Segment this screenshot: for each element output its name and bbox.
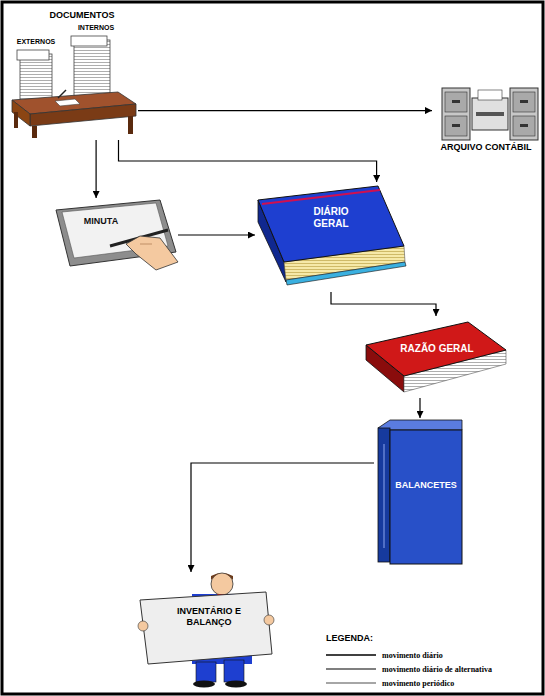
ledger-book-picture-part — [366, 322, 506, 376]
filing-cabinets-picture-part — [510, 88, 538, 140]
ledger-book-picture — [366, 322, 506, 392]
flow-arrow — [95, 140, 96, 198]
draft-pad-picture — [56, 200, 178, 270]
general-journal: DIÁRIO GERAL — [255, 182, 407, 292]
documents-desk-picture-part — [55, 99, 80, 106]
binder-picture-part — [378, 428, 390, 562]
man-reading-picture-part — [211, 573, 233, 580]
documents-desk-picture-part — [20, 54, 52, 102]
flow-arrow — [138, 110, 432, 111]
journal-book-picture — [258, 186, 406, 285]
filing-cabinets-picture-part — [452, 124, 460, 127]
legend-heading: LEGENDA: — [326, 633, 373, 643]
documents-desk-picture-part — [14, 112, 18, 128]
flow-arrow — [419, 398, 420, 418]
legend-row: movimento periódico — [326, 676, 492, 690]
draft-pad: MINUTA — [52, 198, 178, 272]
man-reading-picture — [138, 573, 274, 688]
binder-picture-part — [384, 444, 385, 548]
filing-cabinets-picture — [442, 88, 538, 140]
legend-line-sample — [326, 651, 376, 659]
filing-cabinets-picture-part — [445, 116, 467, 136]
node-text: INTERNOS — [68, 24, 124, 32]
documents-desk-picture-part — [17, 50, 49, 60]
general-ledger: RAZÃO GERAL — [364, 316, 508, 398]
node-text: MINUTA — [72, 216, 130, 227]
draft-pad-picture-part — [126, 236, 178, 270]
node-text: EXTERNOS — [8, 38, 64, 46]
man-reading-picture-part — [224, 660, 244, 682]
flow-arrow — [178, 234, 255, 235]
man-reading-picture-part — [193, 681, 215, 688]
legend-text: movimento diário de alternativa — [382, 665, 492, 674]
documents-desk-picture-part — [58, 90, 66, 98]
filing-cabinets-picture-part — [513, 92, 535, 112]
legend-line — [326, 683, 376, 684]
flow-arrow — [331, 292, 436, 316]
node-text: INVENTÁRIO E BALANÇO — [176, 606, 242, 628]
node-text: ARQUIVO CONTÁBIL — [432, 142, 540, 153]
binder-picture-part — [390, 430, 462, 564]
node-text: BALANCETES — [391, 480, 461, 491]
man-reading-picture-part — [211, 573, 233, 595]
legend: movimento diário movimento diário de alte… — [326, 648, 492, 690]
draft-pad-picture-part — [140, 244, 152, 245]
man-reading-picture-part — [140, 592, 272, 664]
inventory-balance-reader: INVENTÁRIO E BALANÇO — [135, 572, 275, 688]
man-reading-picture-part — [196, 662, 216, 682]
legend-row: movimento diário — [326, 648, 492, 662]
documents-desk-picture-part — [30, 104, 136, 126]
filing-cabinets-picture-part — [520, 100, 528, 103]
documents-desk-picture-part — [32, 126, 37, 138]
man-reading-picture-part — [264, 615, 274, 625]
documents-desk: DOCUMENTOS EXTERNOS INTERNOS — [8, 8, 138, 140]
journal-book-picture-part — [258, 186, 404, 262]
binder-picture — [378, 420, 462, 564]
filing-cabinets-picture-part — [445, 92, 467, 112]
legend-line — [326, 668, 376, 669]
documents-desk-picture-part — [128, 116, 133, 134]
node-text: DIÁRIO GERAL — [301, 206, 361, 230]
documents-desk-picture-part — [74, 40, 110, 96]
flow-arrow — [119, 140, 377, 182]
legend-line-sample — [326, 679, 376, 687]
trial-balances-binder: BALANCETES — [374, 418, 466, 568]
documents-desk-picture — [12, 36, 136, 138]
legend-line-sample — [326, 665, 376, 673]
flow-arrow — [191, 463, 374, 572]
accounting-archive: ARQUIVO CONTÁBIL — [432, 84, 542, 160]
filing-cabinets-picture-part — [513, 116, 535, 136]
filing-cabinets-picture-part — [476, 112, 504, 116]
node-text: DOCUMENTOS — [42, 10, 122, 21]
man-reading-picture-part — [138, 621, 148, 631]
node-text: RAZÃO GERAL — [397, 343, 477, 355]
filing-cabinets-picture-part — [520, 124, 528, 127]
journal-book-picture-part — [286, 262, 406, 285]
legend-text: movimento periódico — [382, 679, 454, 688]
legend-text: movimento diário — [382, 651, 443, 660]
filing-cabinets-picture-part — [452, 100, 460, 103]
filing-cabinets-picture-part — [478, 90, 502, 100]
filing-cabinets-picture-part — [472, 98, 508, 130]
binder-picture-part — [378, 420, 462, 430]
journal-book-picture-part — [262, 190, 380, 204]
legend-line — [326, 654, 376, 656]
legend-row: movimento diário de alternativa — [326, 662, 492, 676]
man-reading-picture-part — [225, 681, 247, 688]
documents-desk-picture-part — [71, 36, 107, 46]
filing-cabinets-picture-part — [442, 88, 470, 140]
